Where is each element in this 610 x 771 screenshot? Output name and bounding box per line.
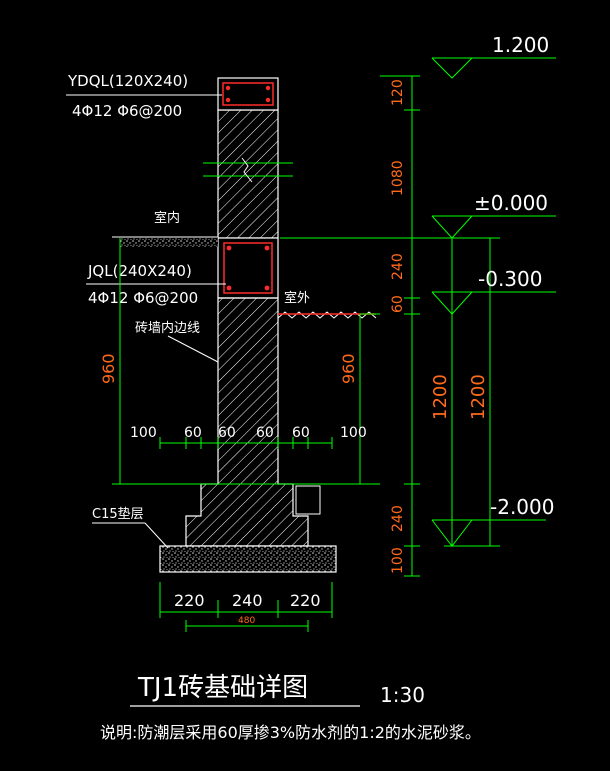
dim-100: 100 bbox=[390, 547, 406, 574]
step-dim-60-d: 60 bbox=[292, 425, 310, 441]
step-dim-60-a: 60 bbox=[184, 425, 202, 441]
lower-wall-section bbox=[185, 297, 309, 547]
elevation-ground: ±0.000 bbox=[474, 191, 548, 215]
step-dimension-lines bbox=[159, 437, 333, 449]
step-dim-60-b: 60 bbox=[218, 425, 236, 441]
elevation-bottom: -2.000 bbox=[490, 495, 554, 519]
cushion-label: C15垫层 bbox=[92, 506, 144, 522]
elevation-marker-top bbox=[431, 57, 556, 79]
upper-wall-section bbox=[217, 109, 279, 239]
elevation-markers bbox=[431, 57, 556, 547]
base-dimension-labels: 220 240 220 480 bbox=[174, 591, 321, 626]
note-text: 说明:防潮层采用60厚掺3%防水剂的1:2的水泥砂浆。 bbox=[100, 723, 481, 742]
jql-rebar-label: 4Φ12 Φ6@200 bbox=[88, 289, 198, 307]
jql-label: JQL(240X240) bbox=[87, 262, 192, 280]
step-dim-100-left: 100 bbox=[130, 425, 157, 441]
title-scale: 1:30 bbox=[380, 683, 425, 707]
dim-1200-a: 1200 bbox=[430, 374, 451, 420]
elevation-exterior: -0.300 bbox=[478, 267, 542, 291]
interior-floor bbox=[112, 236, 218, 247]
ydql-rebar-label: 4Φ12 Φ6@200 bbox=[72, 102, 182, 120]
wall-inner-line-label: 砖墙内边线 bbox=[135, 320, 200, 336]
wall-break-symbol bbox=[203, 157, 293, 183]
interior-label: 室内 bbox=[154, 210, 180, 226]
step-dim-100-right: 100 bbox=[340, 425, 367, 441]
step-dimension-labels: 100 60 60 60 60 100 bbox=[130, 425, 367, 441]
beam-rebar bbox=[222, 82, 274, 294]
title-main: TJ1砖基础详图 bbox=[137, 673, 308, 703]
vertical-dimension-labels: 120 1080 240 60 240 100 960 960 1200 120… bbox=[99, 79, 489, 574]
elevation-marker-exterior bbox=[431, 291, 556, 315]
dim-240-bottom: 240 bbox=[390, 505, 406, 532]
ydql-label: YDQL(120X240) bbox=[67, 72, 188, 90]
dim-960-mid: 960 bbox=[339, 353, 358, 384]
elevation-top: 1.200 bbox=[492, 33, 549, 57]
elevation-marker-bottom bbox=[431, 519, 546, 547]
base-dim-220-left: 220 bbox=[174, 591, 205, 610]
base-dim-240: 240 bbox=[232, 591, 263, 610]
base-dim-480: 480 bbox=[238, 616, 255, 626]
exterior-label: 室外 bbox=[284, 290, 310, 306]
c15-cushion-layer bbox=[159, 545, 337, 573]
beam-labels: YDQL(120X240) 4Φ12 Φ6@200 JQL(240X240) 4… bbox=[66, 72, 226, 307]
dim-1200-b: 1200 bbox=[468, 374, 489, 420]
drawing-title: TJ1砖基础详图 1:30 说明:防潮层采用60厚掺3%防水剂的1:2的水泥砂浆… bbox=[100, 673, 481, 742]
base-dimension-lines bbox=[159, 582, 333, 632]
step-dim-60-c: 60 bbox=[256, 425, 274, 441]
vertical-dimension-chain bbox=[112, 75, 500, 577]
dim-960-left: 960 bbox=[99, 353, 118, 384]
brick-wall bbox=[185, 77, 321, 547]
base-dim-220-right: 220 bbox=[290, 591, 321, 610]
elevation-labels: 1.200 ±0.000 -0.300 -2.000 bbox=[474, 33, 554, 519]
dim-60: 60 bbox=[390, 295, 406, 313]
callout-labels: 室内 室外 砖墙内边线 C15垫层 bbox=[92, 210, 310, 549]
dim-120: 120 bbox=[390, 79, 406, 106]
dim-240-top: 240 bbox=[390, 253, 406, 280]
elevation-marker-ground bbox=[431, 215, 556, 239]
footing-void bbox=[295, 485, 321, 515]
dim-1080: 1080 bbox=[390, 160, 406, 196]
exterior-ground bbox=[277, 311, 377, 319]
